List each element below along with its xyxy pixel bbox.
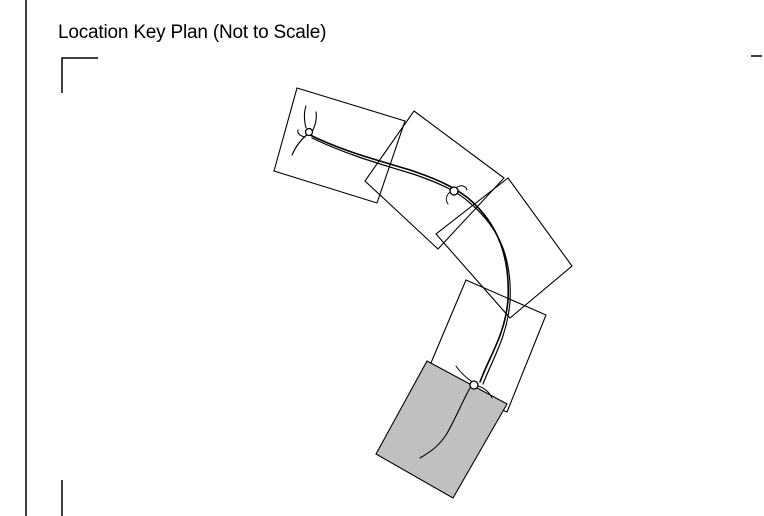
road-centerline-b <box>311 137 511 385</box>
middle-interchange-icon[interactable] <box>449 186 459 196</box>
south-ramp-2 <box>477 385 493 399</box>
interchange-markers <box>304 127 479 390</box>
sheet-3[interactable] <box>435 177 573 319</box>
west-interchange-icon[interactable] <box>304 127 314 137</box>
top-left-corner-mark <box>61 57 98 93</box>
west-ramp-3 <box>311 111 317 133</box>
sheet-boundaries <box>273 87 573 499</box>
road-alignment <box>291 105 511 459</box>
west-ramp-4 <box>297 129 306 138</box>
road-centerline-a <box>307 133 510 383</box>
west-ramp-2 <box>303 105 307 129</box>
sheet-1[interactable] <box>273 87 406 204</box>
west-ramp-1 <box>291 133 309 156</box>
frame-marks <box>25 0 762 516</box>
sheet-5[interactable] <box>375 360 508 499</box>
south-interchange-icon[interactable] <box>469 380 479 390</box>
mid-ramp-2 <box>455 185 468 191</box>
sheet-2[interactable] <box>364 110 505 250</box>
south-tail-road <box>419 387 471 459</box>
page-title: Location Key Plan (Not to Scale) <box>58 22 327 43</box>
sheet-4[interactable] <box>424 279 547 413</box>
